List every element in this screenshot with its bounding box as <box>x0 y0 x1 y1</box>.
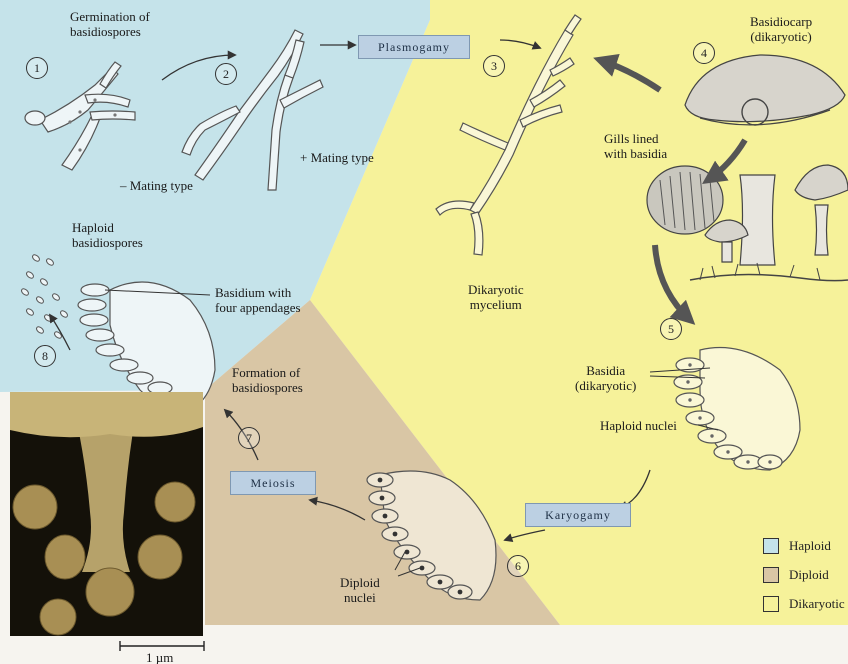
step-3-number: 3 <box>483 55 505 77</box>
gills-label: Gills lined with basidia <box>604 131 667 161</box>
legend-haploid: Haploid <box>763 536 831 554</box>
germination-label: Germination of basidiospores <box>70 9 150 39</box>
basidia-label: Basidia (dikaryotic) <box>575 363 636 393</box>
legend-dikaryotic-label: Dikaryotic <box>789 596 845 611</box>
step-1-number: 1 <box>26 57 48 79</box>
legend-dikaryotic-swatch <box>763 596 779 612</box>
step-7-number: 7 <box>238 427 260 449</box>
scale-bar-label: 1 µm <box>146 650 173 664</box>
karyogamy-box: Karyogamy <box>525 503 631 527</box>
step-6-number: 6 <box>507 555 529 577</box>
legend-haploid-label: Haploid <box>789 538 831 553</box>
legend-diploid: Diploid <box>763 565 829 583</box>
legend-diploid-swatch <box>763 567 779 583</box>
formation-label: Formation of basidiospores <box>232 365 303 395</box>
basidiocarp-label: Basidiocarp (dikaryotic) <box>750 14 812 44</box>
haploid-nuclei-label: Haploid nuclei <box>600 418 677 433</box>
step-4-number: 4 <box>693 42 715 64</box>
haploid-basidiospores-label: Haploid basidiospores <box>72 220 143 250</box>
minus-mating-label: – Mating type <box>120 178 193 193</box>
plasmogamy-box: Plasmogamy <box>358 35 470 59</box>
plus-mating-label: + Mating type <box>300 150 374 165</box>
meiosis-box: Meiosis <box>230 471 316 495</box>
step-8-number: 8 <box>34 345 56 367</box>
step-2-number: 2 <box>215 63 237 85</box>
diploid-nuclei-label: Diploid nuclei <box>340 575 380 605</box>
legend-haploid-swatch <box>763 538 779 554</box>
sem-micrograph <box>10 392 203 636</box>
dikaryotic-mycelium-label: Dikaryotic mycelium <box>468 282 524 312</box>
basidium-appendages-label: Basidium with four appendages <box>215 285 301 315</box>
legend-dikaryotic: Dikaryotic <box>763 594 845 612</box>
step-5-number: 5 <box>660 318 682 340</box>
legend-diploid-label: Diploid <box>789 567 829 582</box>
